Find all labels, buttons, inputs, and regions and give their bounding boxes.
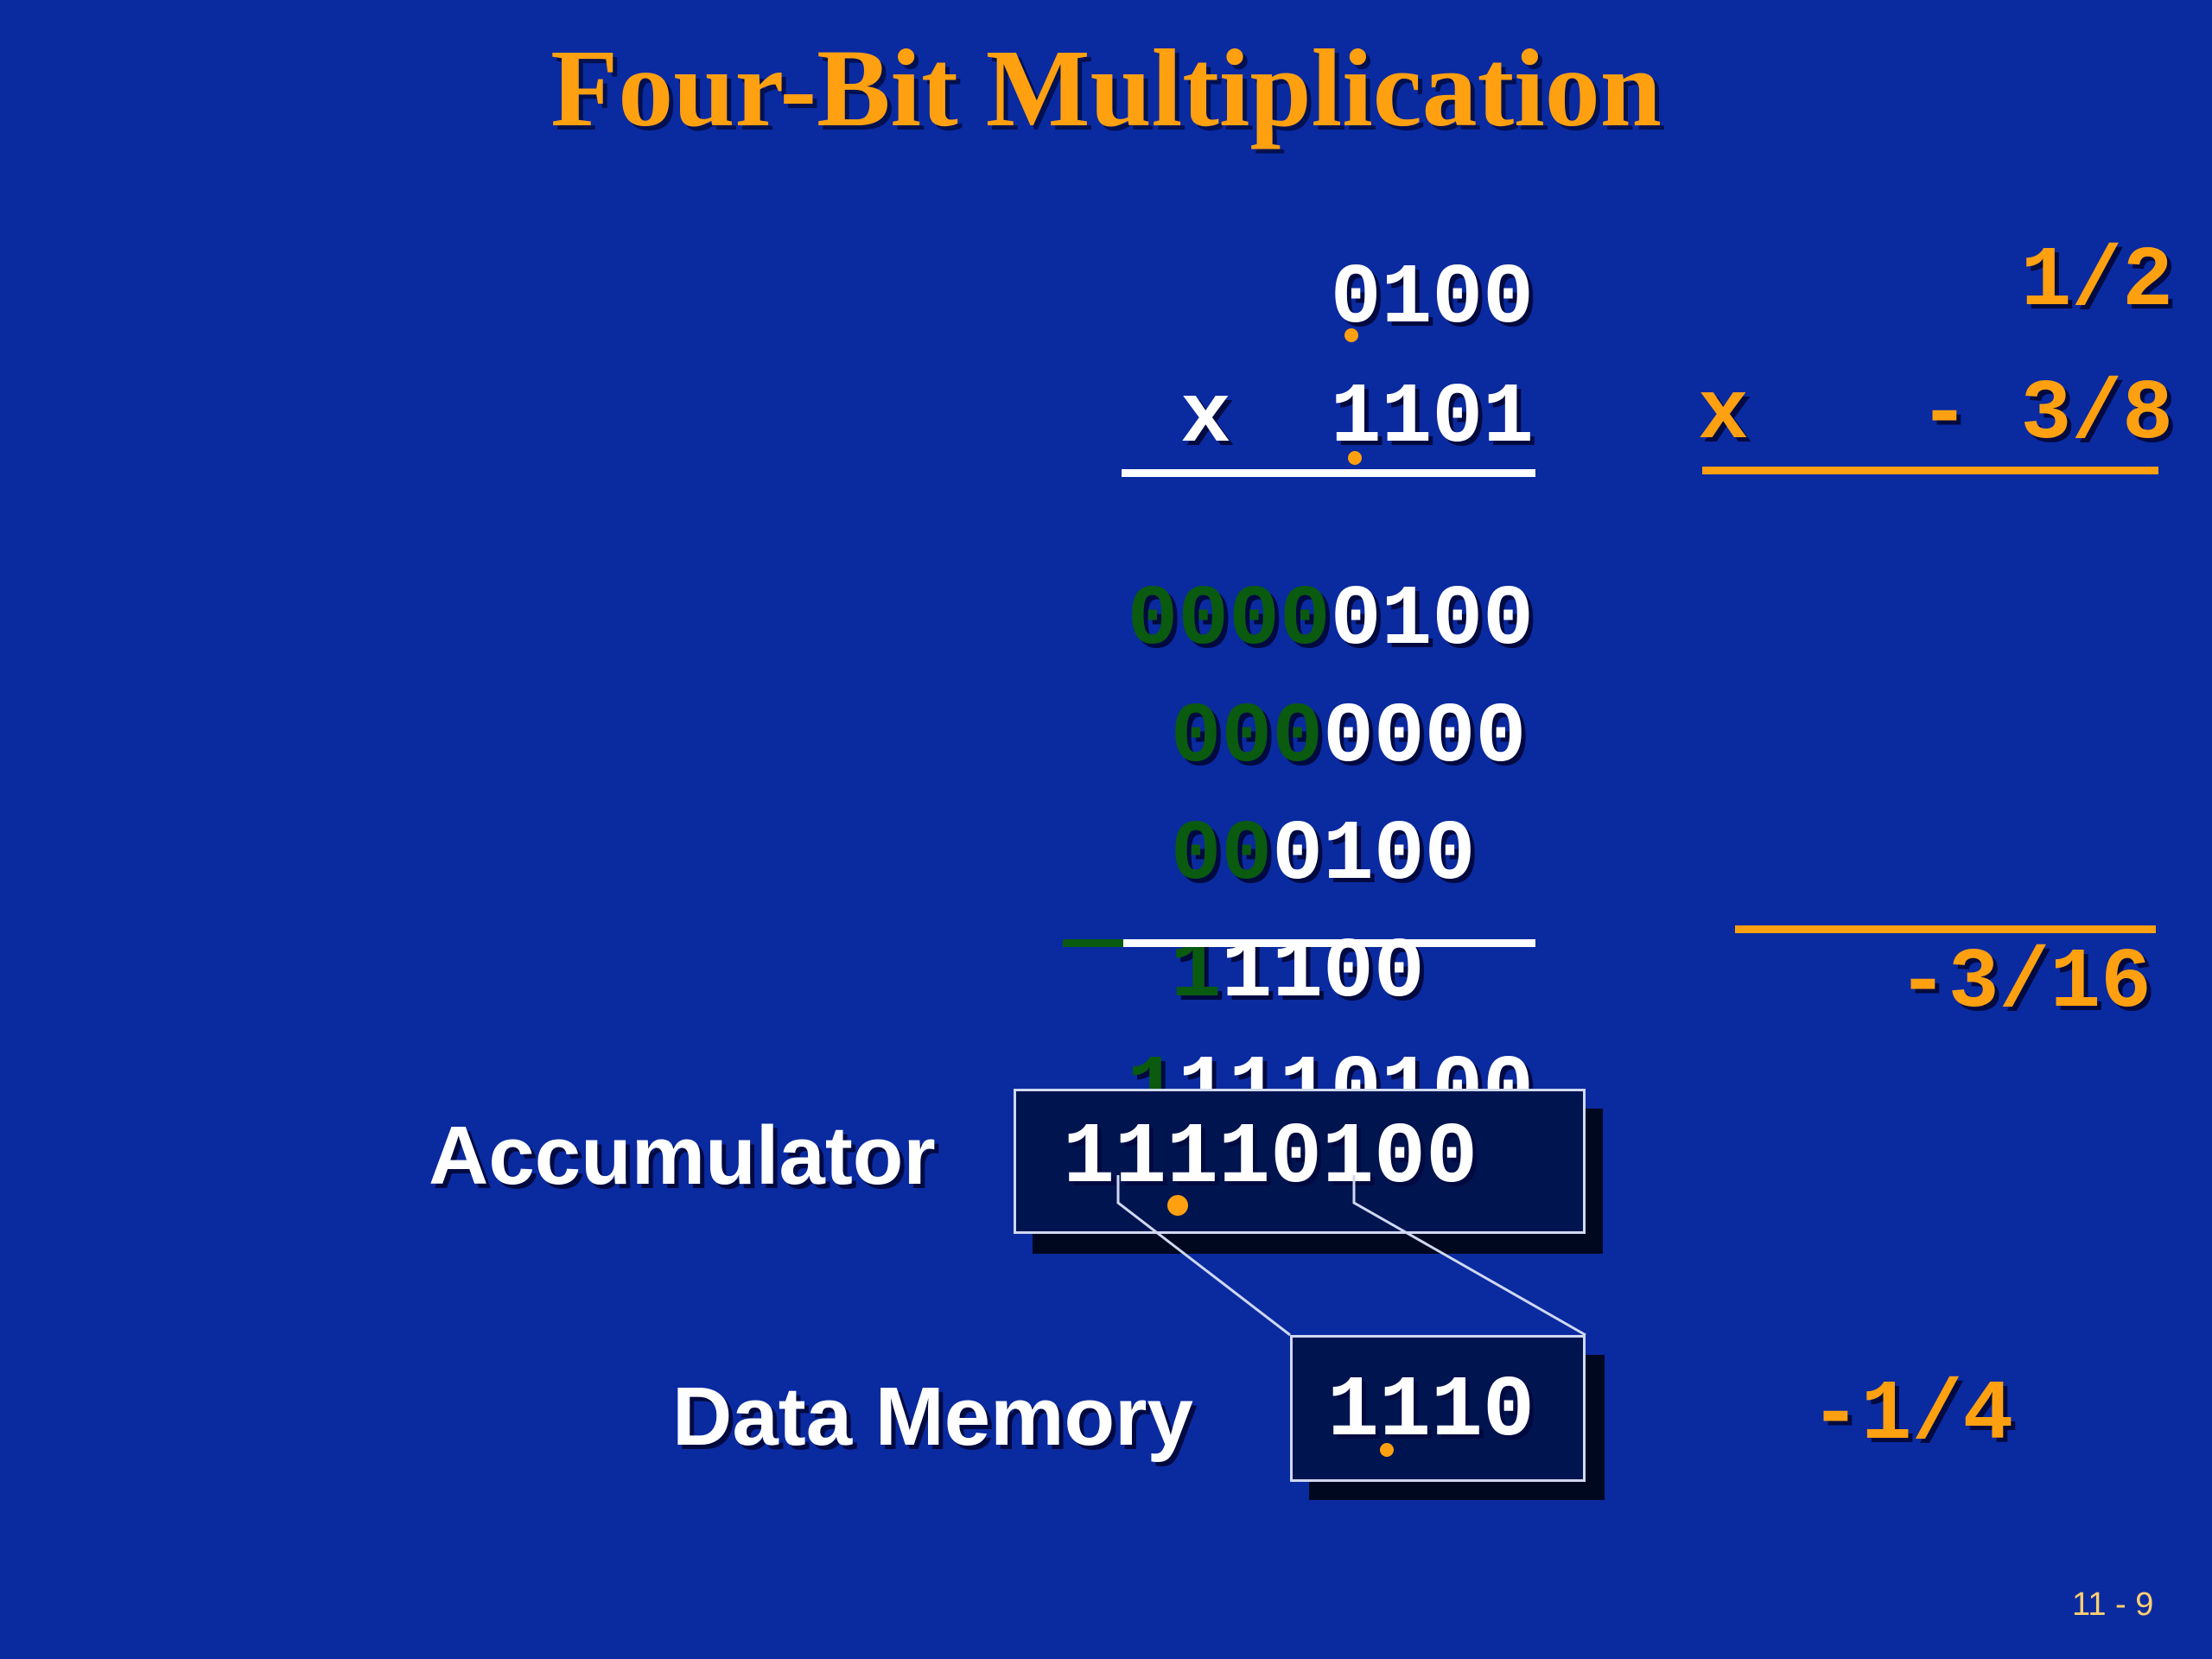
- sign-extension: 00: [1170, 808, 1273, 904]
- multiplicand-binary: 0100: [1330, 251, 1534, 347]
- sign-extension: 000: [1170, 690, 1324, 786]
- slide-title: Four-Bit Multiplication: [550, 27, 1662, 149]
- partial-product-bits: 0000: [1323, 690, 1527, 786]
- partial-product-row: 0000000: [1069, 612, 1527, 781]
- partial-product-row: 00000100: [950, 494, 1535, 664]
- stored-fraction: -1/4: [1810, 1368, 2014, 1464]
- product-fraction: -3/16: [1897, 936, 2152, 1032]
- operand-underline: [1122, 469, 1535, 477]
- fraction-multiply-sign: x: [1698, 367, 1749, 463]
- data-memory-register: [1290, 1335, 1586, 1482]
- accumulator-binary-point: [1167, 1195, 1188, 1216]
- data-memory-label: Data Memory: [672, 1370, 1193, 1463]
- accumulator-label: Accumulator: [429, 1109, 936, 1202]
- multiplicand-fraction: 1/2: [2020, 234, 2173, 330]
- data-memory-binary-point: [1380, 1443, 1394, 1457]
- sum-underline-extension: [1063, 939, 1123, 947]
- data-memory-value: 1110: [1327, 1363, 1535, 1461]
- sign-extension: 0000: [1127, 573, 1331, 669]
- partial-product-bits: 0100: [1330, 573, 1534, 669]
- fraction-operand-underline: [1702, 467, 2158, 474]
- sum-underline: [1123, 939, 1535, 947]
- partial-product-row: 000100: [1069, 729, 1476, 899]
- multiplier-binary: 1101: [1330, 371, 1534, 467]
- partial-product-bits: 0100: [1272, 808, 1476, 904]
- fraction-sum-underline: [1735, 925, 2156, 933]
- multiply-sign: x: [1180, 371, 1231, 467]
- binary-point-marker: [1348, 451, 1362, 465]
- accumulator-register: [1014, 1089, 1586, 1234]
- accumulator-value: 11110100: [1063, 1110, 1478, 1208]
- page-number: 11 - 9: [2072, 1586, 2154, 1623]
- binary-point-marker: [1344, 328, 1358, 342]
- multiplier-fraction: - 3/8: [1918, 367, 2173, 463]
